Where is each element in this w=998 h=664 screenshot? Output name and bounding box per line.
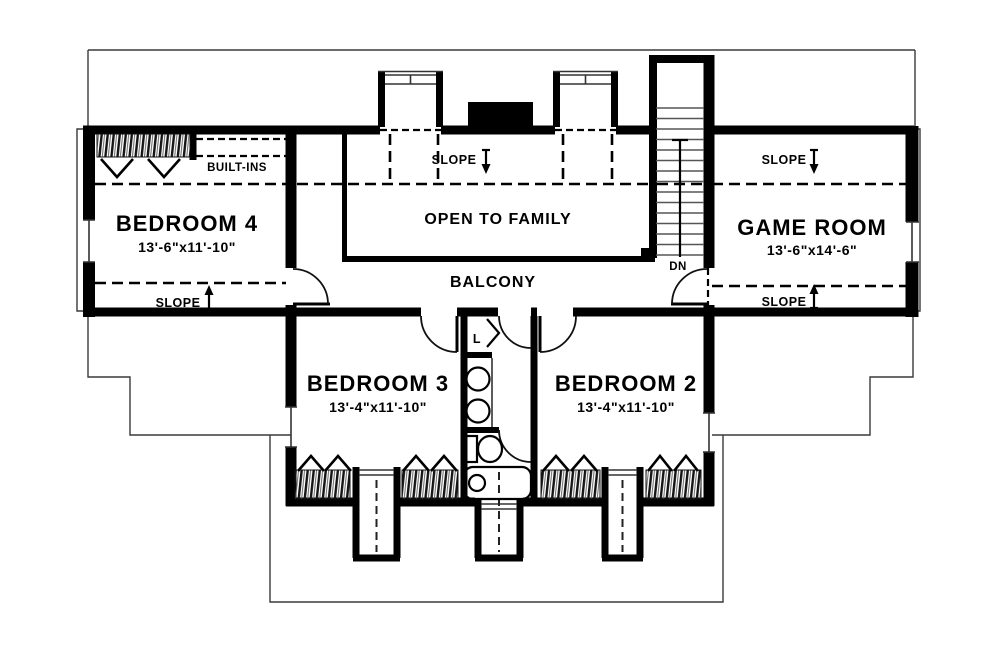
bedroom-4-dims: 13'-6"x11'-10"	[138, 239, 236, 255]
bedroom-3-label: BEDROOM 3	[307, 371, 449, 396]
hanger-icon	[430, 454, 458, 472]
slope-dashed-lines	[95, 128, 906, 305]
game-room-window	[906, 221, 919, 263]
slope-annotation-game-room-bottom: SLOPE	[762, 284, 819, 310]
game-room-door	[671, 268, 708, 306]
built-in-closet	[96, 133, 191, 179]
bottom-dormer-middle	[474, 472, 524, 562]
slope-arrow-up-icon	[204, 285, 214, 311]
slope-label: SLOPE	[156, 296, 201, 310]
bedroom-4-window	[83, 219, 95, 263]
hanger-icon	[100, 158, 134, 179]
bottom-dormer-right	[601, 467, 644, 562]
bedroom-2-label: BEDROOM 2	[555, 371, 697, 396]
chimney	[468, 102, 533, 127]
bedroom-3-dims: 13'-4"x11'-10"	[329, 399, 427, 415]
slope-label: SLOPE	[762, 153, 807, 167]
hanger-icon	[147, 158, 181, 179]
slope-arrow-down-icon	[481, 148, 491, 174]
hanger-icon	[324, 454, 352, 472]
sink-icon	[465, 398, 491, 424]
hanger-icon	[672, 453, 700, 472]
closets	[96, 133, 702, 500]
bedroom-3-closet-right	[401, 454, 459, 500]
game-room-dims: 13'-6"x14'-6"	[767, 242, 857, 258]
bedroom-3-door	[420, 315, 459, 353]
bedroom-3-window	[285, 406, 297, 448]
hanger-icon	[297, 454, 325, 472]
slope-arrow-down-icon	[809, 148, 819, 174]
vanity	[465, 358, 493, 427]
toilet-room-door	[498, 429, 532, 463]
bottom-dormer-left	[352, 467, 401, 562]
bedroom-2-closet-left	[540, 454, 601, 500]
bathroom-fixtures	[462, 358, 533, 501]
bedroom-4-door	[292, 268, 330, 306]
roof-dormer-left	[378, 70, 443, 127]
hanger-icon	[570, 454, 598, 472]
slope-annotation-bedroom4: SLOPE	[156, 285, 214, 311]
text-labels: BEDROOM 4 13'-6"x11'-10" OPEN TO FAMILY …	[116, 148, 887, 415]
slope-annotation-open-to-family: SLOPE	[432, 148, 491, 174]
roof-outline	[76, 49, 921, 603]
dn-label: DN	[669, 261, 687, 273]
bedroom-2-dims: 13'-4"x11'-10"	[577, 399, 675, 415]
bedroom-4-label: BEDROOM 4	[116, 211, 258, 236]
open-to-family-label: OPEN TO FAMILY	[424, 211, 571, 228]
slope-arrow-up-icon	[809, 284, 819, 310]
slope-annotation-game-room-top: SLOPE	[762, 148, 819, 174]
built-ins-label: BUILT-INS	[207, 162, 267, 174]
hanger-icon	[402, 454, 430, 472]
bathtub	[462, 465, 533, 501]
slope-label: SLOPE	[762, 295, 807, 309]
slope-label: SLOPE	[432, 153, 477, 167]
hanger-icon	[542, 454, 570, 472]
linen-label: L	[473, 332, 481, 346]
sink-icon	[465, 366, 491, 392]
roof-dormer-right	[553, 70, 618, 127]
walls	[83, 55, 919, 507]
drain-icon	[467, 473, 487, 493]
windows	[83, 219, 919, 453]
bedroom-2-door	[538, 315, 577, 353]
linen-closet-door	[486, 318, 501, 348]
bedroom-2-closet-right	[645, 453, 702, 500]
doors	[292, 268, 708, 463]
balcony-label: BALCONY	[450, 274, 536, 291]
bathroom-door	[498, 315, 532, 349]
hanger-icon	[646, 453, 674, 472]
game-room-label: GAME ROOM	[737, 215, 887, 240]
bedroom-3-closet-left	[294, 454, 352, 500]
bedroom-2-window	[703, 412, 715, 453]
toilet	[464, 434, 504, 464]
stairs	[656, 107, 704, 257]
